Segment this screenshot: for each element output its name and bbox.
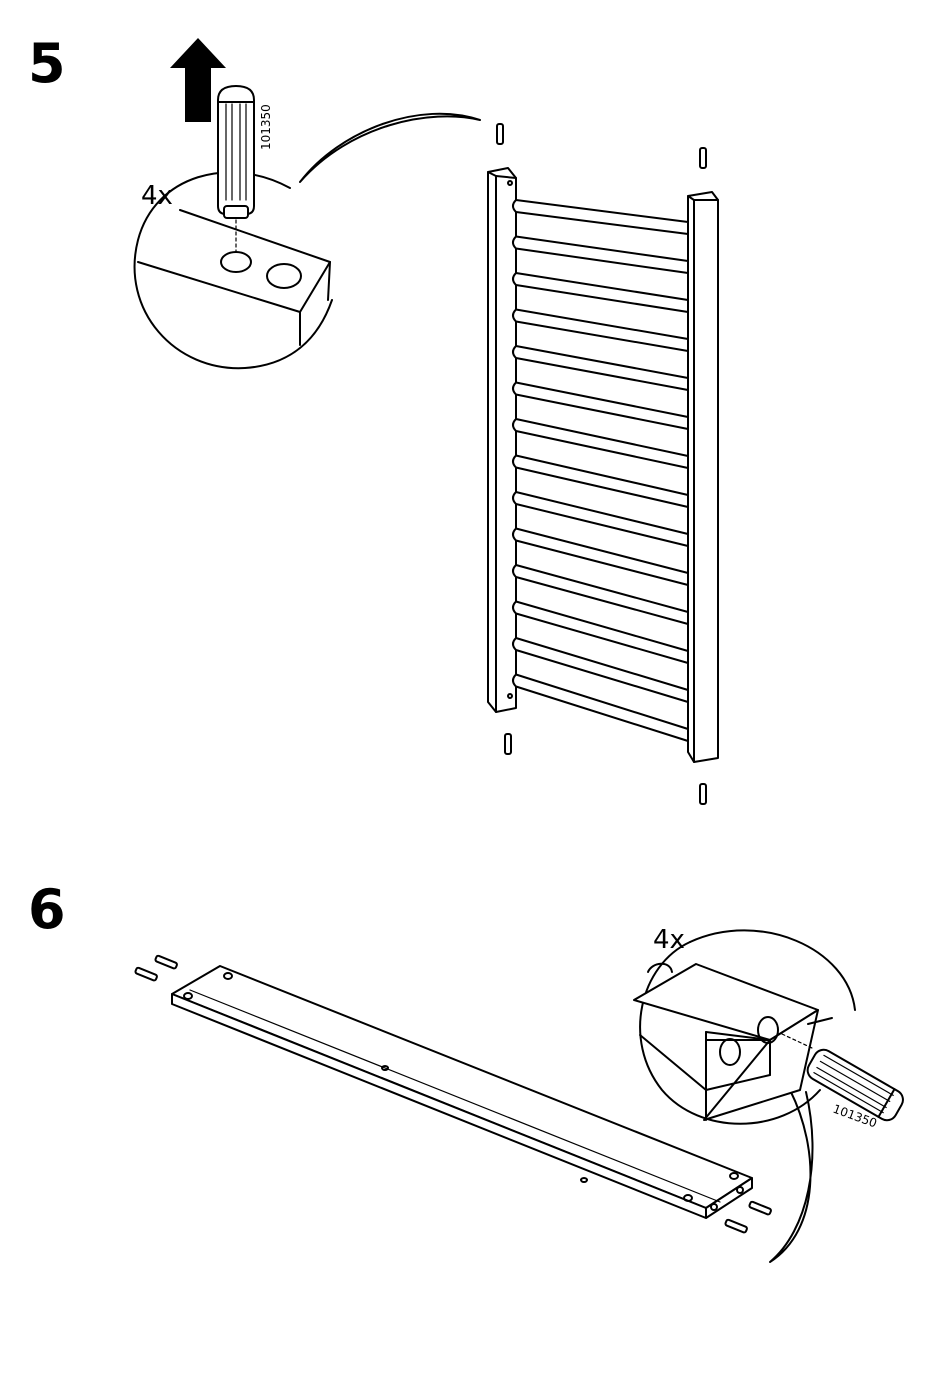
- step-5-part-number: 101350: [259, 104, 273, 150]
- step-6-quantity: 4x: [653, 925, 685, 955]
- slat: [513, 383, 688, 430]
- step-6-number: 6: [28, 878, 66, 941]
- step-5-detail-circle: 4x 101350: [135, 86, 480, 368]
- slat: [513, 200, 688, 234]
- dowel-icon: [218, 86, 254, 214]
- side-panel-drawing: [488, 124, 718, 804]
- slat: [513, 346, 688, 390]
- step-5-number: 5: [28, 32, 66, 95]
- step-5: 5 4x 101350: [28, 32, 718, 804]
- slat: [513, 273, 688, 312]
- slat: [513, 310, 688, 352]
- step-6: 6: [28, 878, 907, 1262]
- slat: [513, 237, 688, 274]
- step-5-quantity: 4x: [141, 181, 173, 211]
